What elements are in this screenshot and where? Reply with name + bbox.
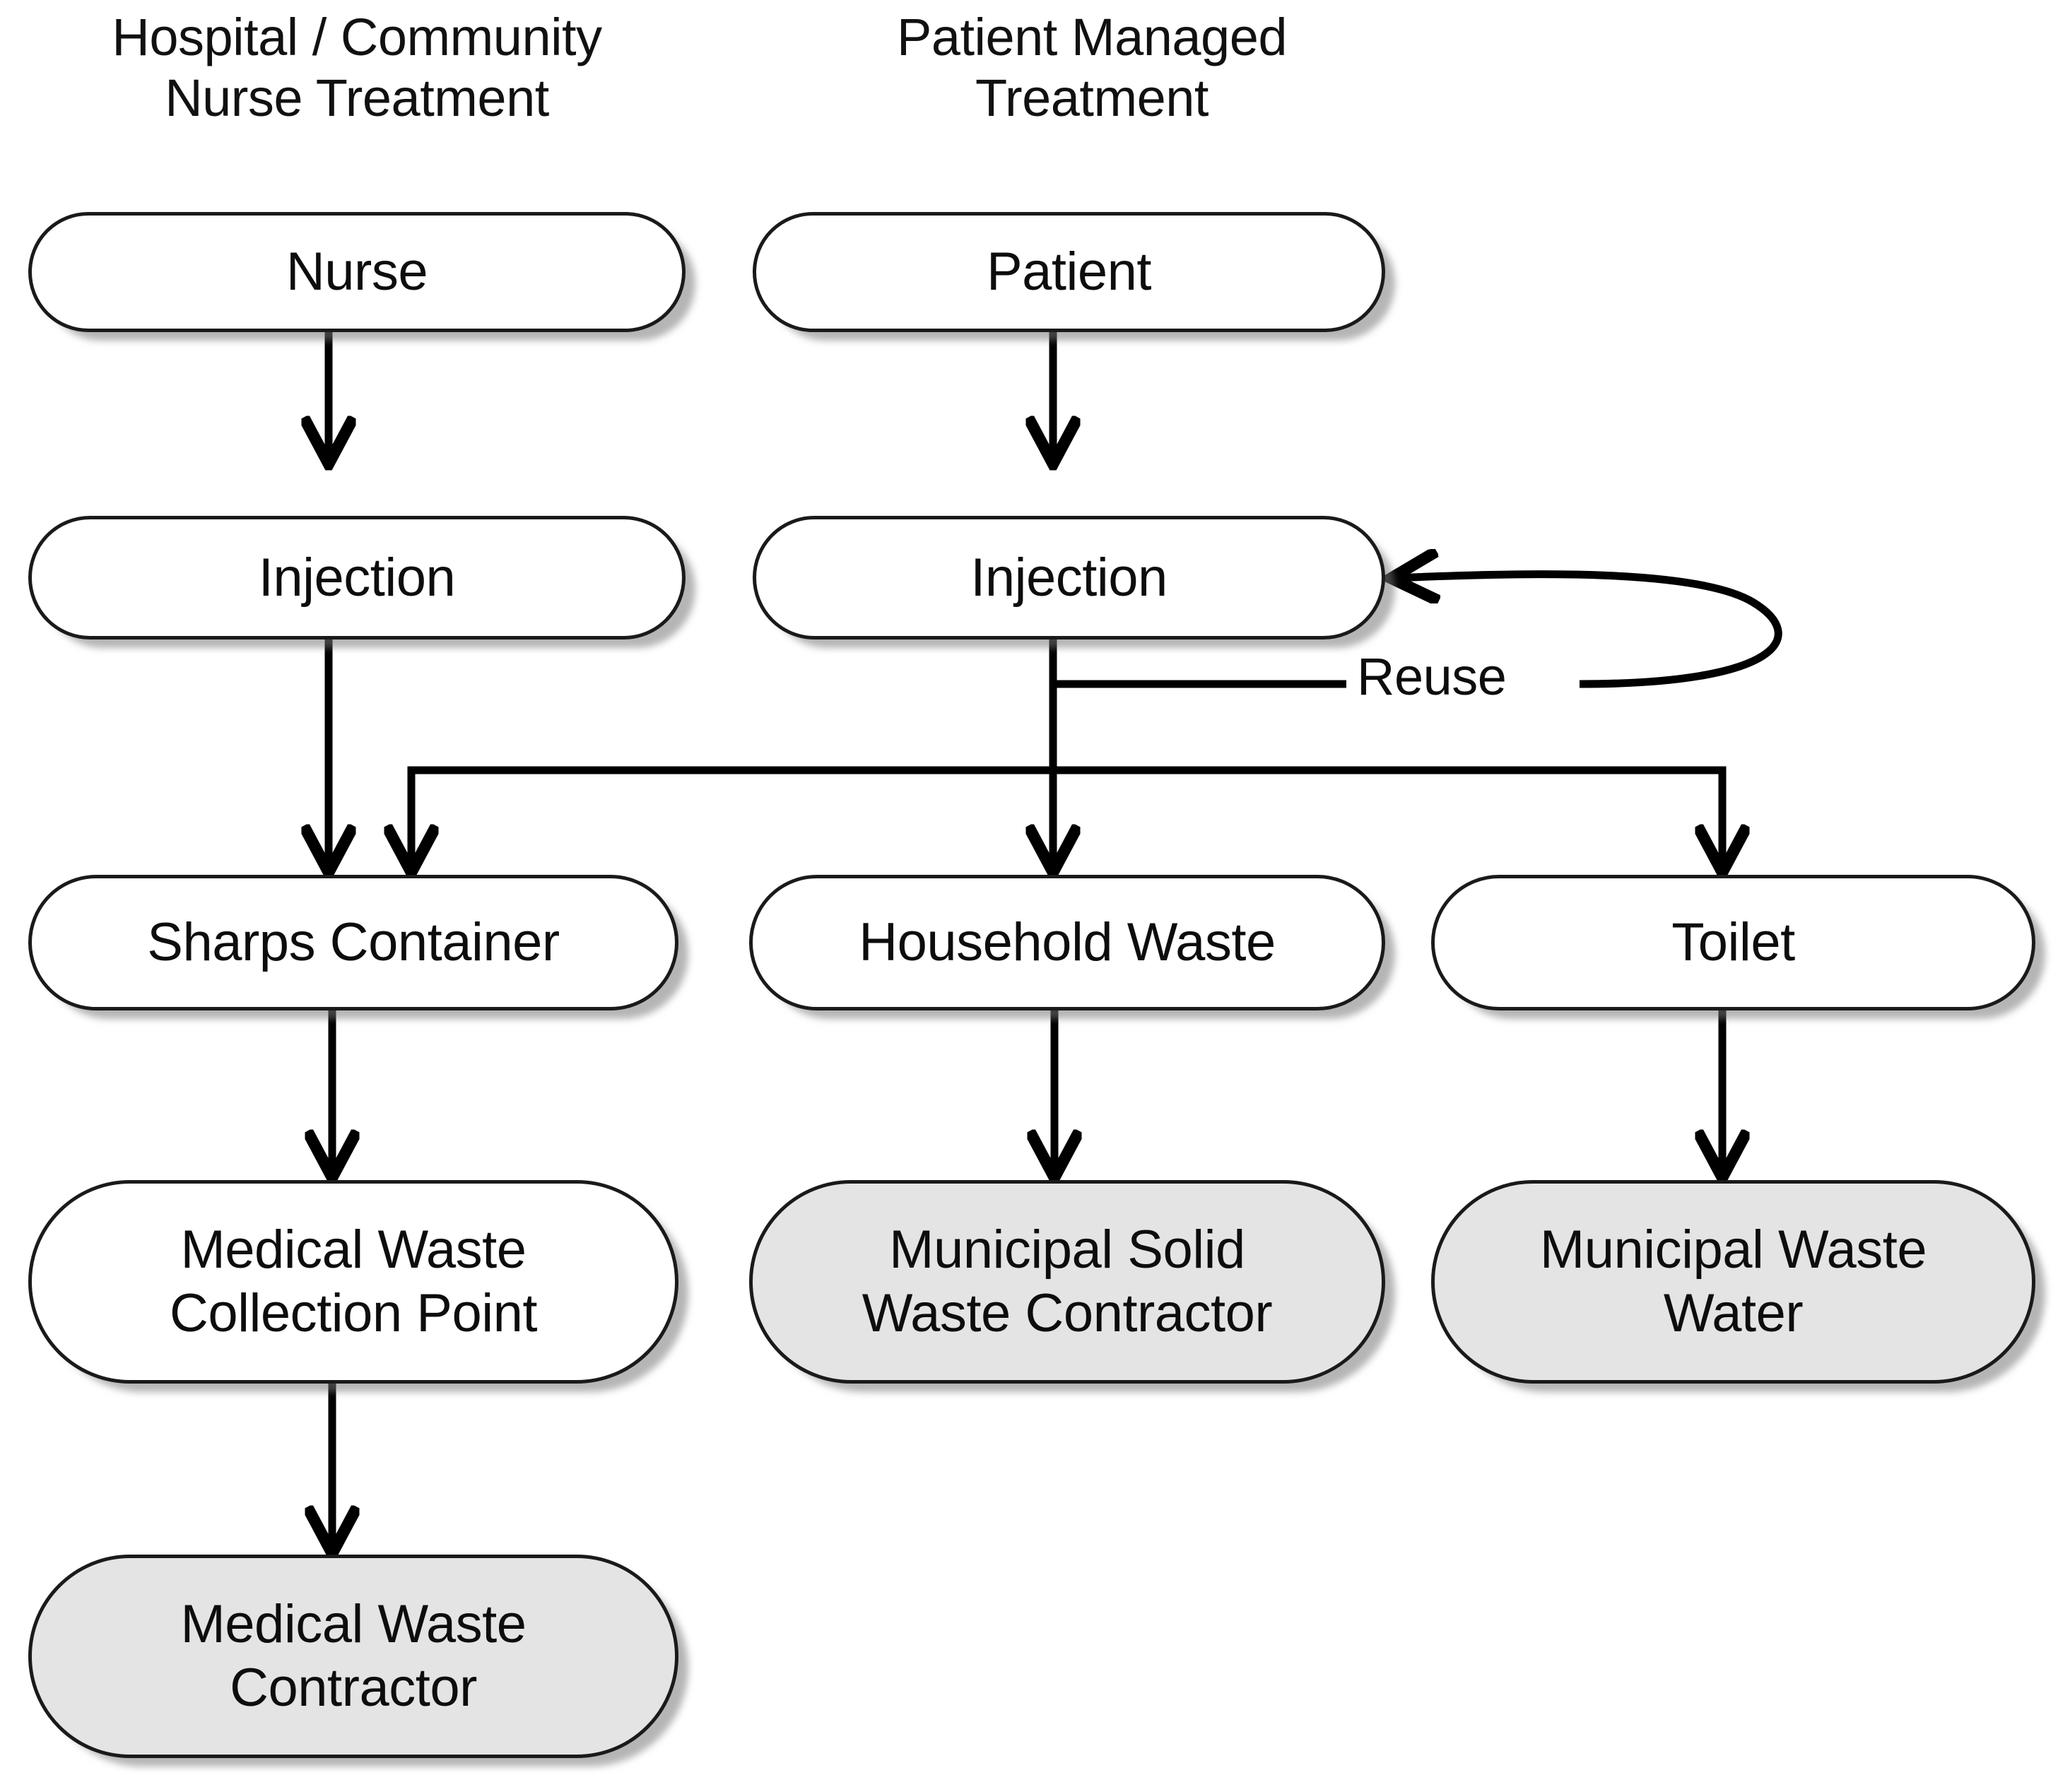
node-toilet[interactable]: Toilet [1431,875,2035,1010]
column-header-patient-managed: Patient Managed Treatment [896,8,1288,127]
edge-bus-to-sharps-container [411,766,1053,868]
node-sharps-container[interactable]: Sharps Container [28,875,678,1010]
edge-label-reuse: Reuse [1357,647,1507,706]
node-medical-waste-contractor[interactable]: Medical Waste Contractor [28,1555,678,1758]
node-medical-waste-collection-point[interactable]: Medical Waste Collection Point [28,1180,678,1384]
node-municipal-solid-waste-contractor[interactable]: Municipal Solid Waste Contractor [749,1180,1385,1384]
node-nurse[interactable]: Nurse [28,212,686,332]
node-patient[interactable]: Patient [753,212,1385,332]
node-household-waste[interactable]: Household Waste [749,875,1385,1010]
node-injection-patient[interactable]: Injection [753,516,1385,639]
column-header-hospital-community: Hospital / Community Nurse Treatment [112,8,602,127]
node-municipal-waste-water[interactable]: Municipal Waste Water [1431,1180,2035,1384]
node-injection-nurse[interactable]: Injection [28,516,686,639]
edge-bus-to-toilet [1053,766,1722,868]
